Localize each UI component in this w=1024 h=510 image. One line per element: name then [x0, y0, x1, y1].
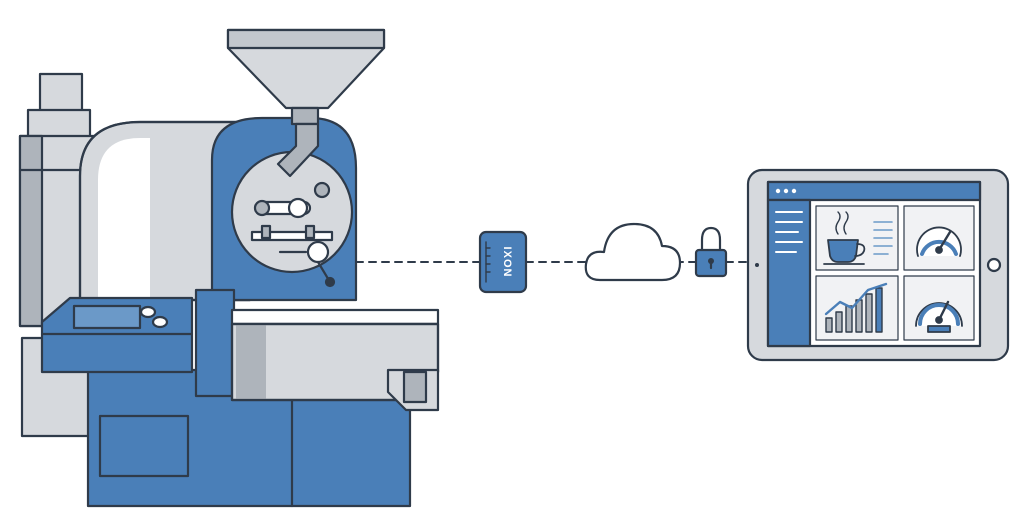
- tablet-dashboard-icon: [746, 168, 1010, 362]
- roaster-machine-icon: [18, 28, 440, 508]
- gauge-icon: [916, 226, 962, 257]
- coffee-cup-icon: [823, 211, 893, 265]
- gateway-router-icon: [478, 230, 528, 294]
- bar-chart-icon: [824, 282, 888, 333]
- cloud-icon: [584, 222, 682, 282]
- gauge-icon: [915, 300, 963, 333]
- padlock-icon: [694, 226, 728, 278]
- gateway-label: IXON: [501, 247, 513, 278]
